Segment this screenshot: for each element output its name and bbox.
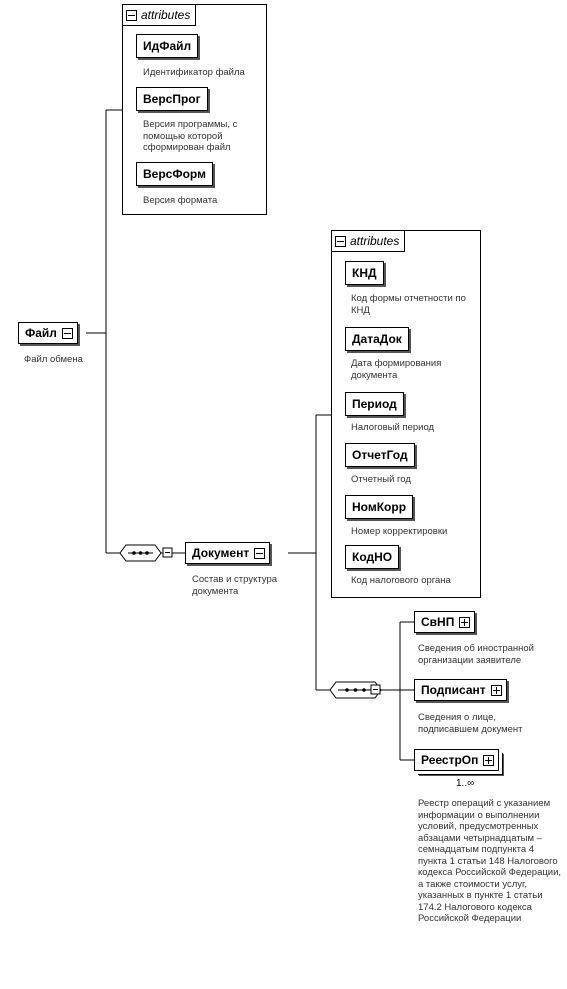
attribute-description: Номер корректировки <box>351 526 448 537</box>
attribute-versform[interactable]: ВерсФорм <box>136 162 213 186</box>
attribute-description: Дата формирования документа <box>351 358 442 381</box>
element-name: Подписант <box>421 683 486 697</box>
expand-icon[interactable] <box>459 616 471 628</box>
attribute-description: Идентификатор файла <box>143 67 245 78</box>
expand-icon[interactable] <box>490 684 502 696</box>
sequence-compositor-icon <box>329 681 382 699</box>
element-podpisant[interactable]: Подписант <box>414 679 507 701</box>
attribute-description: Налоговый период <box>351 422 435 433</box>
attribute-description: Версия формата <box>143 195 218 206</box>
element-description: Файл обмена <box>24 354 83 365</box>
attribute-description: Код налогового органа <box>351 575 451 586</box>
element-reestrop[interactable]: РеестрОп <box>414 749 500 771</box>
attribute-idfile[interactable]: ИдФайл <box>136 34 199 58</box>
element-name: Файл <box>25 326 57 340</box>
sequence-compositor-icon <box>119 544 173 562</box>
attributes-tab[interactable]: attributes <box>332 231 406 252</box>
attribute-nomkorr[interactable]: НомКорр <box>345 495 414 519</box>
attribute-datadok[interactable]: ДатаДок <box>345 327 409 351</box>
collapse-icon[interactable] <box>254 547 266 559</box>
attribute-description: Версия программы, с помощью которой сфор… <box>143 119 238 153</box>
element-description: Сведения о лице, подписавшем документ <box>418 712 523 735</box>
element-name: СвНП <box>421 615 455 629</box>
attribute-period[interactable]: Период <box>345 392 404 416</box>
attribute-versprog[interactable]: ВерсПрог <box>136 87 208 111</box>
collapse-icon[interactable] <box>126 9 137 21</box>
element-description: Реестр операций с указанием информации о… <box>418 798 562 924</box>
attribute-knd[interactable]: КНД <box>345 261 384 285</box>
collapse-icon[interactable] <box>61 327 73 339</box>
element-description: Состав и структура документа <box>192 574 278 597</box>
element-file[interactable]: Файл <box>18 322 78 344</box>
attribute-otchetgod[interactable]: ОтчетГод <box>345 443 415 467</box>
element-svnp[interactable]: СвНП <box>414 611 476 633</box>
element-name: РеестрОп <box>421 753 479 767</box>
element-description: Сведения об иностранной организации заяв… <box>418 643 534 666</box>
attribute-description: Отчетный год <box>351 474 411 485</box>
attribute-description: Код формы отчетности по КНД <box>351 293 466 316</box>
element-document[interactable]: Документ <box>185 542 271 564</box>
collapse-icon[interactable] <box>335 235 346 247</box>
cardinality-label: 1..∞ <box>456 778 475 789</box>
expand-icon[interactable] <box>483 754 495 766</box>
attributes-label: attributes <box>141 8 191 22</box>
attribute-kodno[interactable]: КодНО <box>345 545 400 569</box>
attributes-label: attributes <box>350 234 400 248</box>
element-name: Документ <box>192 546 250 560</box>
attributes-tab[interactable]: attributes <box>123 5 197 26</box>
